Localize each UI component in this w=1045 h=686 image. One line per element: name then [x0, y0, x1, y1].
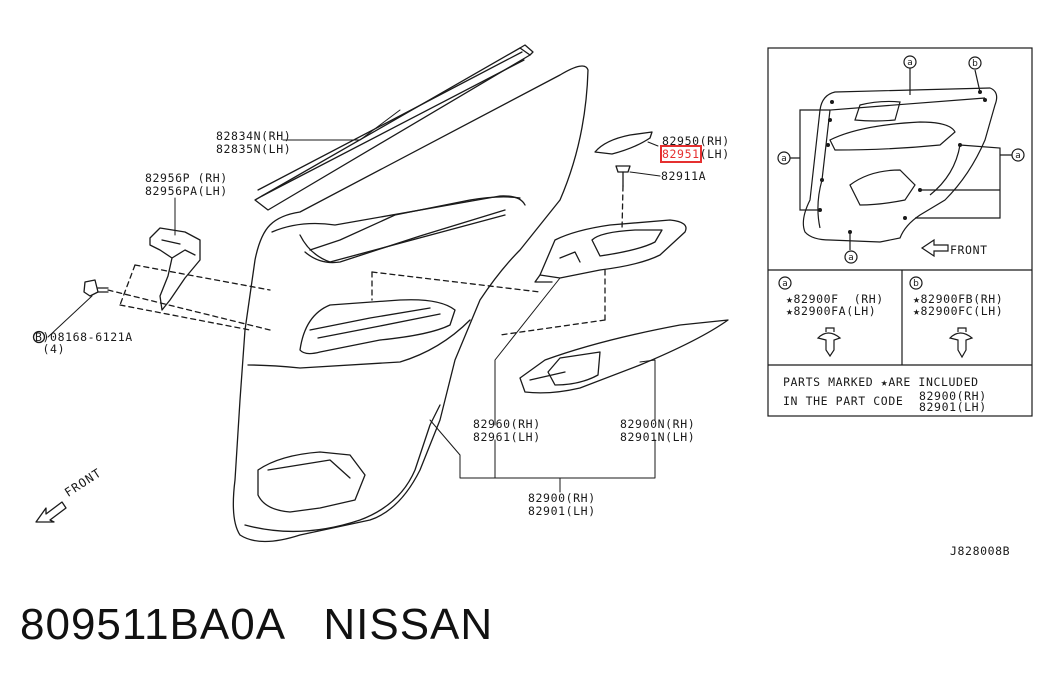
- armrest-finisher-label-lh: 82951(LH): [660, 145, 730, 163]
- lower-panel-label-rh: 82900N(RH): [620, 417, 696, 431]
- lower-armrest-drawing: [519, 319, 729, 394]
- door-trim-label-lh: 82901(LH): [528, 504, 596, 518]
- part-number: 809511BA0A: [20, 600, 284, 649]
- circled-b-marker: [32, 330, 46, 344]
- weatherstrip-label-rh: 82834N(RH): [216, 129, 292, 143]
- note-code-lh: 82901(LH): [919, 400, 987, 414]
- part-number-footer: 809511BA0A NISSAN: [20, 600, 493, 650]
- highlighted-part-number: 82951: [660, 145, 702, 163]
- inset-drawing: [767, 47, 1033, 417]
- door-panel-drawing: [232, 65, 589, 543]
- clip-b-label-rh: ★82900FB(RH): [913, 292, 1004, 306]
- bolt-drawing: [83, 279, 109, 297]
- diagram-code: J828008B: [950, 544, 1011, 558]
- marker-b-text: b: [972, 59, 978, 69]
- clip-a-label-lh: ★82900FA(LH): [786, 304, 877, 318]
- marker-a-text: a: [781, 154, 787, 164]
- inset-front-label: FRONT: [950, 243, 988, 257]
- weatherstrip-label-lh: 82835N(LH): [216, 142, 292, 156]
- bracket-label-rh: 82956P (RH): [145, 171, 228, 185]
- marker-a-text: a: [907, 58, 913, 68]
- clip-a-label-rh: ★82900F (RH): [786, 292, 884, 306]
- armrest-finisher-label-rh: 82950(RH): [662, 134, 730, 148]
- bracket-drawing: [149, 227, 201, 311]
- marker-a-text: a: [782, 279, 788, 289]
- marker-a-text: a: [848, 253, 854, 263]
- front-arrow-drawing: [35, 501, 67, 523]
- armrest-finisher-drawing: [594, 131, 653, 155]
- note-line-1: PARTS MARKED ★ARE INCLUDED: [783, 375, 979, 389]
- bolt-label: B)08168-6121A: [35, 330, 133, 344]
- screw-label: 82911A: [661, 169, 707, 183]
- leader-lines: [47, 109, 661, 493]
- bolt-quantity-label: (4): [35, 342, 66, 356]
- marker-b-text: b: [913, 279, 919, 289]
- weatherstrip-drawing: [254, 44, 534, 211]
- screw-drawing: [615, 165, 631, 187]
- pull-handle-drawing: [534, 219, 687, 283]
- clip-b-label-lh: ★82900FC(LH): [913, 304, 1004, 318]
- note-line-2: IN THE PART CODE: [783, 394, 904, 408]
- inset-markers: a b a a a a b: [781, 58, 1021, 289]
- dashed-assembly-lines: [107, 185, 624, 336]
- note-code-rh: 82900(RH): [919, 389, 987, 403]
- pull-handle-label-lh: 82961(LH): [473, 430, 541, 444]
- bracket-label-lh: 82956PA(LH): [145, 184, 228, 198]
- brand-name: NISSAN: [323, 600, 494, 649]
- marker-a-text: a: [1015, 151, 1021, 161]
- lower-panel-label-lh: 82901N(LH): [620, 430, 696, 444]
- door-trim-label-rh: 82900(RH): [528, 491, 596, 505]
- pull-handle-label-rh: 82960(RH): [473, 417, 541, 431]
